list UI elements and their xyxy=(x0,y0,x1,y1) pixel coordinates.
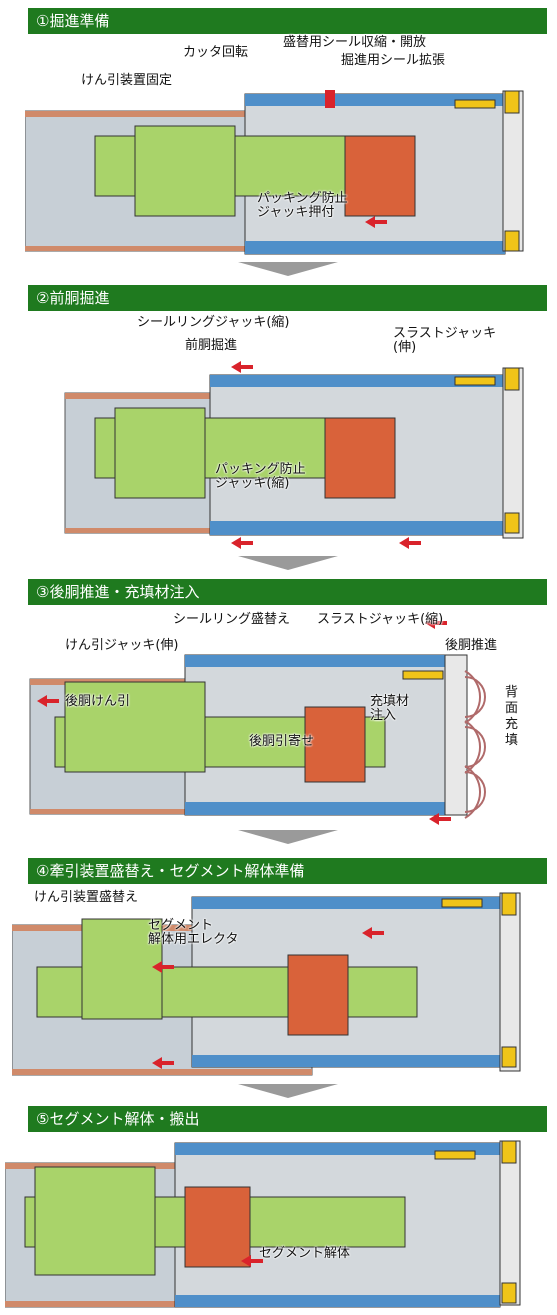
arrow-down-3 xyxy=(238,830,338,844)
label-tow-jack-extend: けん引ジャッキ(伸) xyxy=(65,638,179,653)
label-seal-ring-change: シールリング盛替え xyxy=(173,612,291,627)
step1-diagram: カッタ回転 けん引装置固定 盛替用シール収縮・開放 掘進用シール拡張 パッキング… xyxy=(25,36,547,258)
label-rear-pull: 後胴引寄せ xyxy=(249,734,315,749)
label-tow-device-change: けん引装置盛替え xyxy=(34,890,139,905)
arrow-down-4 xyxy=(238,1084,338,1098)
label-packing-press: パッキング防止 ジャッキ押付 xyxy=(257,191,348,220)
label-seal-expand: 掘進用シール拡張 xyxy=(341,53,446,68)
machine-illustration xyxy=(64,361,524,549)
step2-diagram: シールリングジャッキ(縮) 前胴掘進 スラストジャッキ (伸) パッキング防止 … xyxy=(25,313,547,551)
arrow-down-1 xyxy=(238,262,338,276)
machine-illustration xyxy=(5,1140,521,1308)
machine-illustration xyxy=(12,892,521,1076)
label-packing-retract: パッキング防止 ジャッキ(縮) xyxy=(215,462,306,491)
step3-header: ③後胴推進・充填材注入 xyxy=(28,579,547,605)
label-cutter-rotation: カッタ回転 xyxy=(183,45,249,60)
step1-header: ①掘進準備 xyxy=(28,8,547,34)
machine-illustration xyxy=(25,90,524,255)
step3-diagram: シールリング盛替え スラストジャッキ(縮) けん引ジャッキ(伸) 後胴推進 後胴… xyxy=(25,607,547,827)
label-front-excavation: 前胴掘進 xyxy=(185,338,238,353)
label-seal-release: 盛替用シール収縮・開放 xyxy=(283,35,427,50)
label-segment-erector: セグメント 解体用エレクタ xyxy=(148,918,239,947)
step4-header: ④牽引装置盛替え・セグメント解体準備 xyxy=(28,858,547,884)
machine-illustration xyxy=(29,617,486,825)
step4-diagram: けん引装置盛替え セグメント 解体用エレクタ xyxy=(12,885,547,1080)
label-filler-injection: 充填材 注入 xyxy=(370,694,410,723)
step5-header: ⑤セグメント解体・搬出 xyxy=(28,1106,547,1132)
label-thrust-jack-extend: スラストジャッキ (伸) xyxy=(393,326,497,355)
label-backfill: 背 面 充 填 xyxy=(505,685,519,748)
label-segment-dismantle: セグメント解体 xyxy=(259,1246,351,1261)
label-seal-ring-jack: シールリングジャッキ(縮) xyxy=(137,315,290,330)
arrow-down-2 xyxy=(238,556,338,570)
label-rear-tow: 後胴けん引 xyxy=(65,694,131,709)
label-tow-fix: けん引装置固定 xyxy=(81,73,173,88)
label-thrust-jack-retract: スラストジャッキ(縮) xyxy=(317,612,444,627)
label-rear-propulsion: 後胴推進 xyxy=(445,638,498,653)
step2-header: ②前胴掘進 xyxy=(28,285,547,311)
step5-diagram: セグメント解体 xyxy=(5,1135,547,1309)
